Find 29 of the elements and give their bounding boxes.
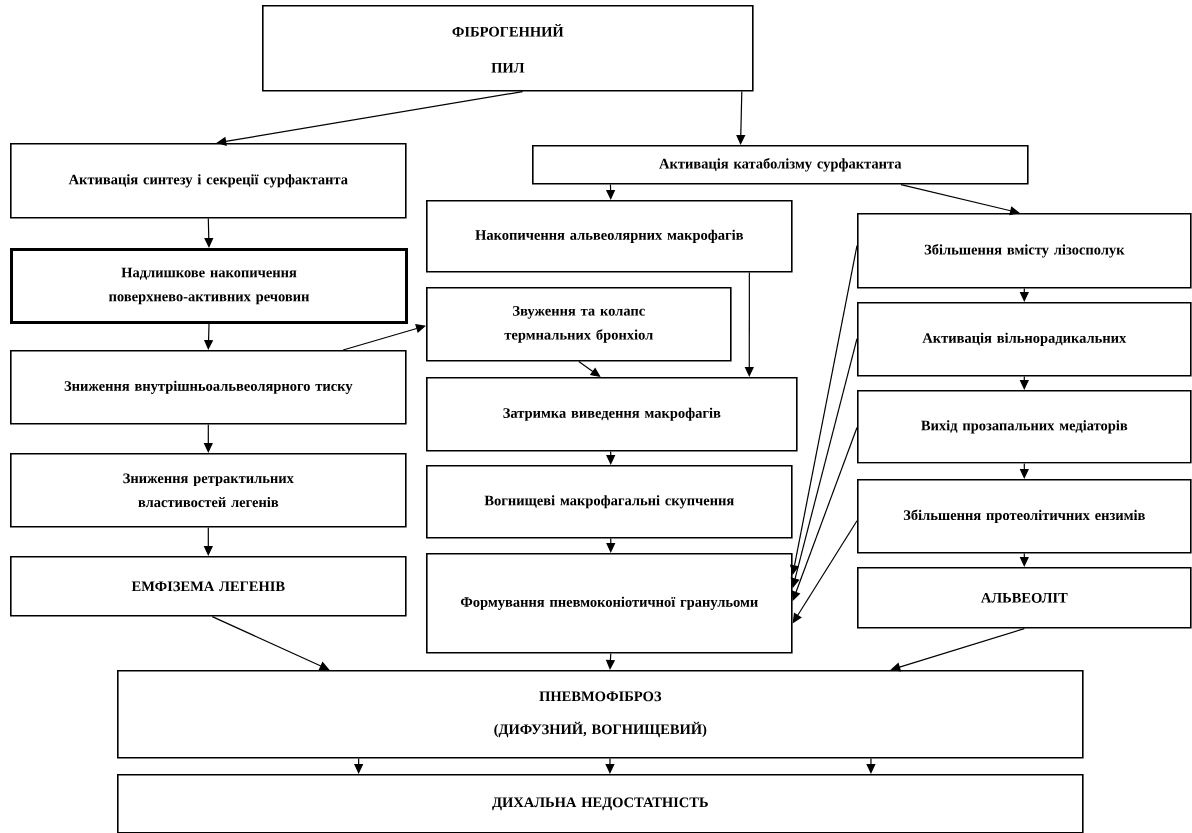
process-box: Вогнищеві макрофагальні скупчення: [426, 465, 793, 539]
process-box: Вихід прозапальних медіаторів: [857, 390, 1192, 464]
arrow: [606, 538, 616, 553]
process-box: Затримка виведення макрофагів: [426, 377, 798, 452]
process-box: Активація катаболізму сурфактанта: [532, 145, 1029, 185]
process-box: Збільшення протеолітичних ензимів: [857, 479, 1192, 554]
arrow: [342, 324, 426, 351]
arrow: [866, 758, 876, 774]
process-box: ПНЕВМОФІБРОЗ (ДИФУЗНИЙ, ВОГНИЩЕВИЙ): [117, 670, 1084, 759]
arrow: [900, 184, 1020, 216]
arrow: [354, 758, 364, 774]
process-box: Активація вільнорадикальних: [857, 302, 1192, 377]
process-box: ФІБРОГЕННИЙ ПИЛ: [262, 5, 754, 92]
arrow: [606, 451, 616, 465]
process-box: Накопичення альвеолярних макрофагів: [426, 200, 793, 273]
process-box: Збільшення вмісту лізосполук: [857, 213, 1192, 289]
process-box: ЕМФІЗЕМА ЛЕГЕНІВ: [10, 556, 407, 617]
arrow: [204, 218, 214, 248]
process-box: Активація синтезу і секреції сурфактанта: [10, 143, 407, 219]
process-box: Надлишкове накопичення поверхнево-активних речовин: [10, 248, 408, 324]
arrow: [605, 758, 615, 774]
process-box: ДИХАЛЬНА НЕДОСТАТНІСТЬ: [117, 774, 1084, 833]
process-box: Зниження ретрактильних властивостей легенів: [10, 453, 407, 528]
process-box: АЛЬВЕОЛІТ: [857, 567, 1192, 629]
arrow: [736, 91, 746, 145]
process-box: Формування пневмоконіотичної гранульоми: [426, 553, 793, 654]
process-box: Звуження та колапс термнальних бронхіол: [426, 287, 732, 362]
process-box: Зниження внутрішньоальвеолярного тиску: [10, 350, 407, 425]
arrow: [578, 361, 601, 377]
